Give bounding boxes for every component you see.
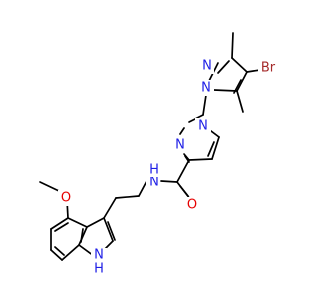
- bond: [54, 246, 65, 256]
- indole-hydrogen: H: [94, 262, 104, 277]
- bond: [211, 136, 220, 160]
- molecule-svg: Br N N N N O N H O: [39, 32, 280, 277]
- bond: [86, 217, 105, 228]
- pyrazole-nitrogen: N: [201, 81, 211, 96]
- carbonyl-oxygen: O: [187, 198, 197, 213]
- bond: [188, 158, 213, 161]
- pyrazole-nitrogen: N: [175, 138, 185, 153]
- pyrazole-nitrogen: N: [198, 119, 208, 134]
- bond: [213, 89, 238, 92]
- bond: [107, 221, 116, 241]
- bond: [207, 141, 215, 157]
- bond: [61, 244, 80, 261]
- atom-labels: Br N N N N O N H O: [58, 58, 280, 277]
- molecule-structure-diagram: Br N N N N O N H O: [39, 32, 280, 277]
- bond: [160, 180, 178, 183]
- bond: [50, 249, 63, 261]
- bond: [179, 185, 189, 197]
- bond: [103, 217, 114, 242]
- bromine-atom: Br: [261, 61, 276, 76]
- bonds: [39, 32, 261, 261]
- bond: [231, 57, 248, 73]
- bond: [138, 180, 148, 197]
- methoxy-oxygen: O: [61, 191, 71, 206]
- bond: [54, 222, 69, 232]
- bond: [246, 69, 261, 73]
- bond: [176, 159, 190, 183]
- bond: [39, 181, 60, 192]
- indole-nitrogen: N: [94, 248, 104, 263]
- bond: [217, 60, 230, 74]
- bond: [80, 228, 84, 243]
- amide-nitrogen: N: [149, 175, 159, 190]
- amide-hydrogen: H: [149, 163, 159, 178]
- bond: [233, 79, 242, 94]
- bond: [50, 217, 69, 230]
- bond: [179, 127, 185, 135]
- bond: [236, 90, 244, 113]
- bond: [231, 32, 234, 59]
- bond: [115, 195, 140, 199]
- bond: [103, 197, 117, 219]
- bond: [67, 217, 88, 228]
- bond: [236, 71, 248, 92]
- pyrazole-nitrogen: N: [202, 59, 212, 74]
- bond: [202, 94, 207, 116]
